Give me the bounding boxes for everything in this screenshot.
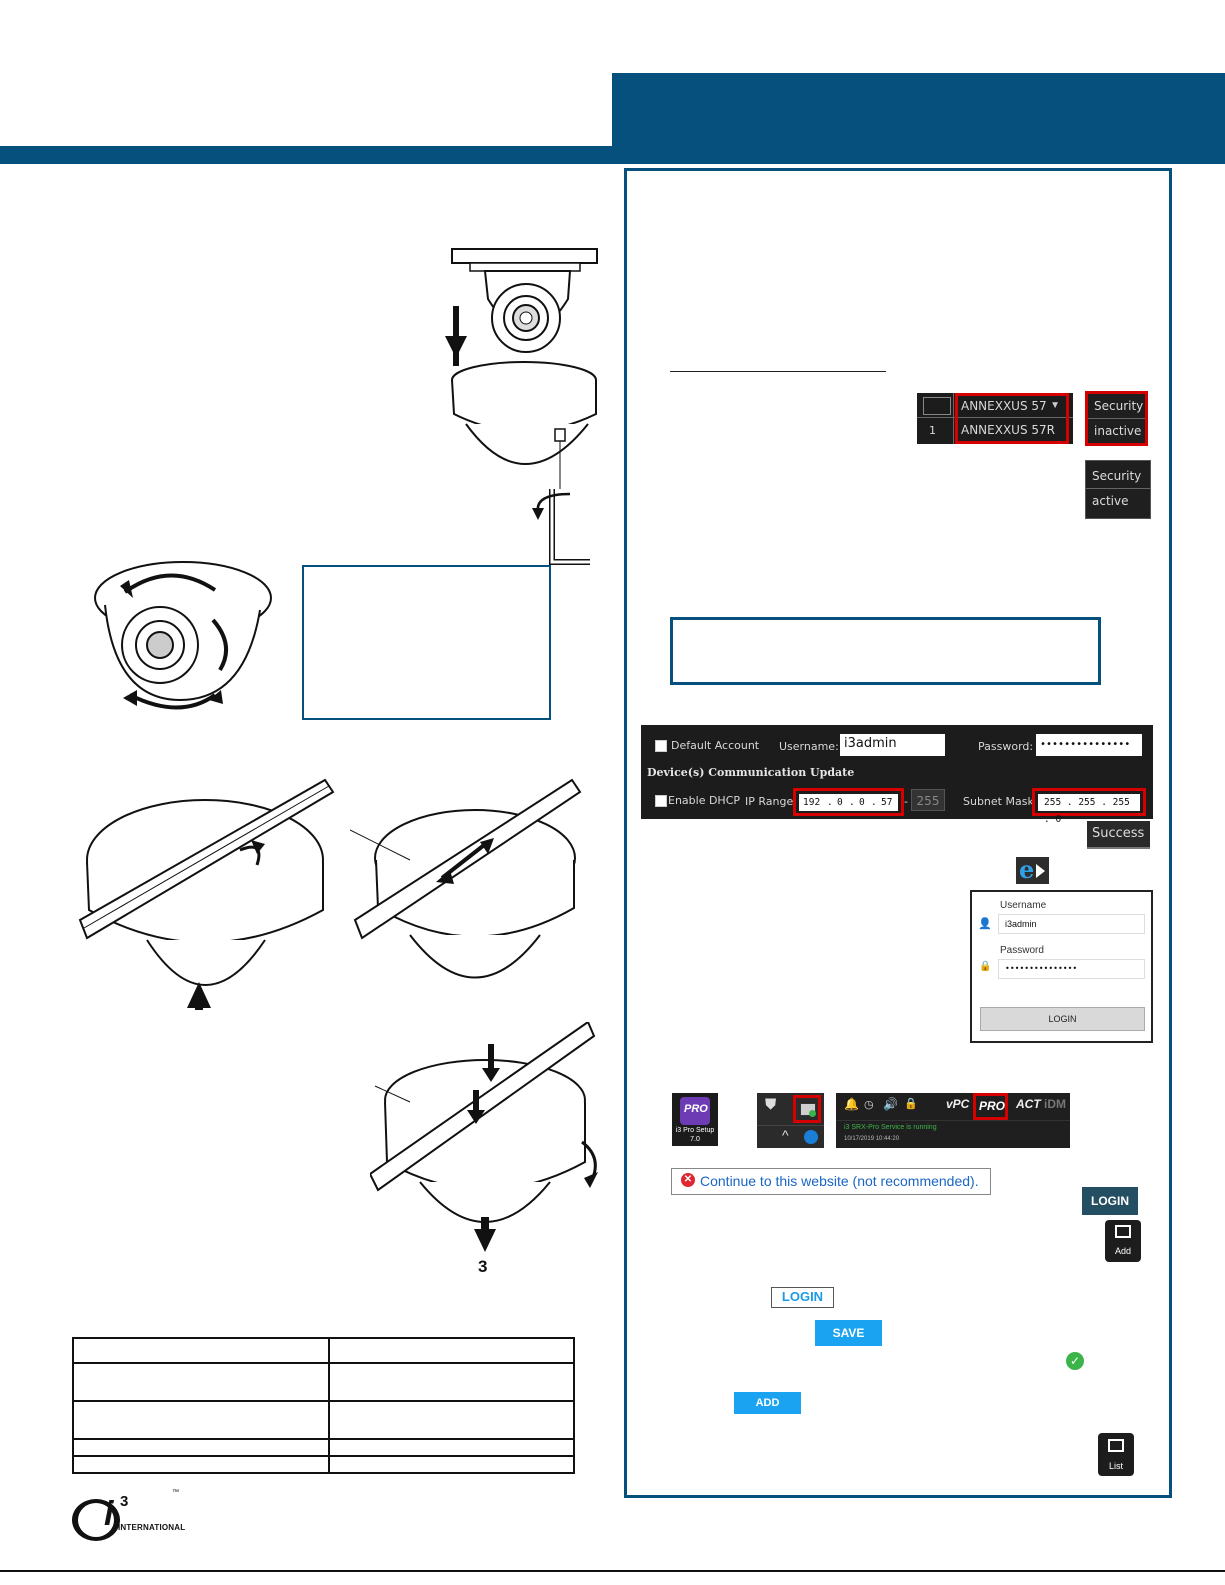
- security-label: Security: [1088, 394, 1145, 419]
- table-cell: [72, 1438, 330, 1457]
- check-icon: ✓: [1066, 1352, 1084, 1370]
- ip-range-highlight: 192 . 0 . 0 . 57: [793, 788, 904, 816]
- security-state: inactive: [1094, 424, 1142, 438]
- username-input[interactable]: i3admin: [840, 734, 945, 756]
- chevron-down-icon[interactable]: ▼: [1050, 400, 1060, 411]
- footer-rule: [0, 1570, 1225, 1572]
- subnet-mask-input[interactable]: 255 . 255 . 255 . 0: [1038, 794, 1140, 825]
- dome-rail-illustration-2: [350, 778, 582, 979]
- act-icon[interactable]: ACT: [1016, 1097, 1041, 1111]
- model-option-57r[interactable]: ANNEXXUS 57R: [961, 423, 1056, 437]
- logo-trademark: ™: [172, 1489, 179, 1496]
- security-label: Security: [1086, 464, 1150, 489]
- i3-logo: i 3 INTERNATIONAL ™: [72, 1489, 186, 1545]
- service-timestamp: 10/17/2019 10:44:20: [844, 1136, 900, 1142]
- service-status-text: i3 SRX-Pro Service is running: [844, 1124, 937, 1131]
- logo-letter: i: [104, 1495, 114, 1533]
- password-input[interactable]: •••••••••••••••: [1036, 734, 1142, 756]
- camera-model-list: 1: [917, 393, 1073, 444]
- add-camera-icon: [1115, 1225, 1131, 1238]
- table-cell: [328, 1337, 575, 1364]
- device-comm-title: Device(s) Communication Update: [647, 766, 855, 779]
- camera-adjust-illustration: [94, 561, 272, 710]
- list-camera-icon: [1108, 1439, 1124, 1452]
- subnet-mask-label: Subnet Mask:: [963, 795, 1038, 808]
- pro-logo-icon: PRO: [680, 1097, 710, 1125]
- volume-icon[interactable]: 🔊: [883, 1097, 898, 1111]
- save-button[interactable]: SAVE: [815, 1320, 882, 1346]
- pro-tray-icon[interactable]: PRO: [979, 1099, 1006, 1113]
- system-tray-expanded: ⛊ ^: [757, 1093, 824, 1148]
- table-cell: [72, 1400, 330, 1440]
- edge-browser-icon[interactable]: e: [1016, 855, 1049, 884]
- lock-icon[interactable]: 🔒: [904, 1098, 918, 1110]
- link-underline: [670, 371, 886, 372]
- default-account-checkbox[interactable]: Default Account: [655, 739, 759, 752]
- user-icon: 👤: [978, 918, 992, 930]
- login-button-dark[interactable]: LOGIN: [1082, 1187, 1138, 1215]
- error-shield-icon: ✕: [681, 1173, 695, 1187]
- web-login-button[interactable]: LOGIN: [980, 1007, 1145, 1031]
- figure-step-label: 3: [478, 1257, 487, 1276]
- camera-mount-illustration: [445, 248, 598, 565]
- clock-icon[interactable]: ◷: [864, 1099, 874, 1111]
- table-cell: [328, 1438, 575, 1457]
- model-highlight: ANNEXXUS 57 ▼ ANNEXXUS 57R: [955, 393, 1069, 444]
- table-cell: [328, 1455, 575, 1474]
- table-cell: [328, 1362, 575, 1402]
- web-username-label: Username: [1000, 900, 1047, 911]
- table-cell: [72, 1455, 330, 1474]
- subnet-mask-highlight: 255 . 255 . 255 . 0: [1032, 788, 1146, 825]
- note-box-left: [302, 565, 551, 720]
- idm-icon[interactable]: iDM: [1044, 1097, 1066, 1111]
- dome-rail-illustration-3: 3: [370, 1022, 598, 1276]
- vpc-icon[interactable]: vPC: [946, 1097, 970, 1111]
- table-cell: [72, 1362, 330, 1402]
- device-list-tile[interactable]: List: [1098, 1433, 1134, 1476]
- security-state: active: [1092, 494, 1129, 508]
- add-device-tile[interactable]: Add: [1105, 1220, 1141, 1262]
- pro-setup-app-icon[interactable]: PRO i3 Pro Setup 7.0: [672, 1093, 718, 1146]
- srx-tray-highlight: [793, 1095, 821, 1123]
- dome-rail-illustration-1: [78, 778, 335, 1010]
- chevron-up-icon[interactable]: ^: [782, 1127, 789, 1143]
- table-cell: [72, 1337, 330, 1364]
- shield-icon[interactable]: ⛊: [765, 1096, 777, 1113]
- web-password-input[interactable]: •••••••••••••••: [998, 959, 1145, 979]
- setup-panel: [624, 168, 1172, 1498]
- teamviewer-icon[interactable]: [804, 1130, 818, 1144]
- row-index: 1: [929, 424, 936, 437]
- ip-range-label: IP Range:: [745, 795, 797, 808]
- header-band: [0, 146, 1225, 164]
- lock-icon: 🔒: [979, 961, 992, 972]
- pro-tray-highlight: PRO: [973, 1093, 1008, 1120]
- password-label: Password:: [978, 740, 1034, 753]
- table-cell: [328, 1400, 575, 1440]
- web-password-label: Password: [1000, 945, 1044, 956]
- username-label: Username:: [779, 740, 839, 753]
- security-active-badge: Security active: [1085, 460, 1151, 519]
- bell-icon[interactable]: 🔔: [844, 1097, 859, 1111]
- login-button-outline[interactable]: LOGIN: [771, 1287, 834, 1308]
- ip-range-end-input[interactable]: 255: [911, 789, 945, 811]
- spec-table: [72, 1337, 575, 1474]
- security-inactive-badge: Security inactive: [1085, 391, 1148, 446]
- logo-subtitle: INTERNATIONAL: [118, 1523, 186, 1532]
- logo-superscript: 3: [120, 1493, 129, 1510]
- continue-website-link[interactable]: ✕ Continue to this website (not recommen…: [671, 1168, 991, 1195]
- note-box-right: [670, 617, 1101, 685]
- web-username-input[interactable]: i3admin: [998, 914, 1145, 934]
- model-option-57[interactable]: ANNEXXUS 57: [961, 399, 1047, 413]
- success-badge: Success: [1087, 821, 1150, 849]
- taskbar-tray: 🔔 ◷ 🔊 🔒 vPC PRO ACT iDM i3 SRX-Pro Servi…: [836, 1093, 1070, 1148]
- ip-range-start-input[interactable]: 192 . 0 . 0 . 57: [799, 794, 898, 811]
- web-login-form: Username 👤 i3admin Password 🔒 ••••••••••…: [970, 890, 1153, 1043]
- add-button[interactable]: ADD: [734, 1392, 801, 1414]
- enable-dhcp-checkbox[interactable]: Enable DHCP: [655, 794, 740, 807]
